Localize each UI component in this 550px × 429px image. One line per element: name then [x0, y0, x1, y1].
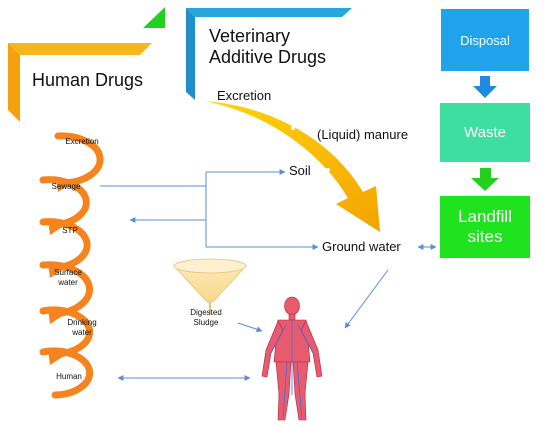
cycle-step-surface-water: Surface water: [54, 268, 82, 287]
cycle-step-human: Human: [56, 372, 82, 381]
green-triangle: [143, 7, 165, 28]
cycle-step-sewage: Sewage: [51, 182, 81, 191]
excretion-label: Excretion: [217, 88, 272, 103]
ground-water-label: Ground water: [322, 239, 401, 254]
waste-down-arrow: [471, 168, 499, 191]
human-drugs-title: Human Drugs: [32, 70, 144, 90]
manure-label: (Liquid) manure: [317, 127, 409, 142]
cycle-step-excretion: Excretion: [65, 137, 99, 146]
human-drugs-bracket: [8, 43, 152, 122]
landfill-box: Landfill sites: [440, 196, 530, 258]
disposal-box: Disposal: [441, 9, 529, 71]
sludge-funnel: [173, 258, 247, 314]
disposal-down-arrow: [473, 76, 497, 98]
waste-box: Waste: [440, 103, 530, 162]
arrow-dot: [291, 126, 295, 130]
cycle-arrowheads: [48, 177, 72, 365]
veterinary-drugs-bracket: [186, 8, 352, 100]
cycle-step-drinking-water: Drinking water: [67, 318, 97, 337]
arrow-dot: [326, 168, 330, 172]
connector-lines: [100, 169, 437, 381]
sludge-label: Digested Sludge: [190, 308, 222, 327]
human-vessels: [269, 320, 315, 419]
cycle-step-stp: STP: [62, 226, 78, 235]
veterinary-drugs-title: Veterinary Additive Drugs: [209, 26, 327, 67]
soil-label: Soil: [289, 163, 311, 178]
